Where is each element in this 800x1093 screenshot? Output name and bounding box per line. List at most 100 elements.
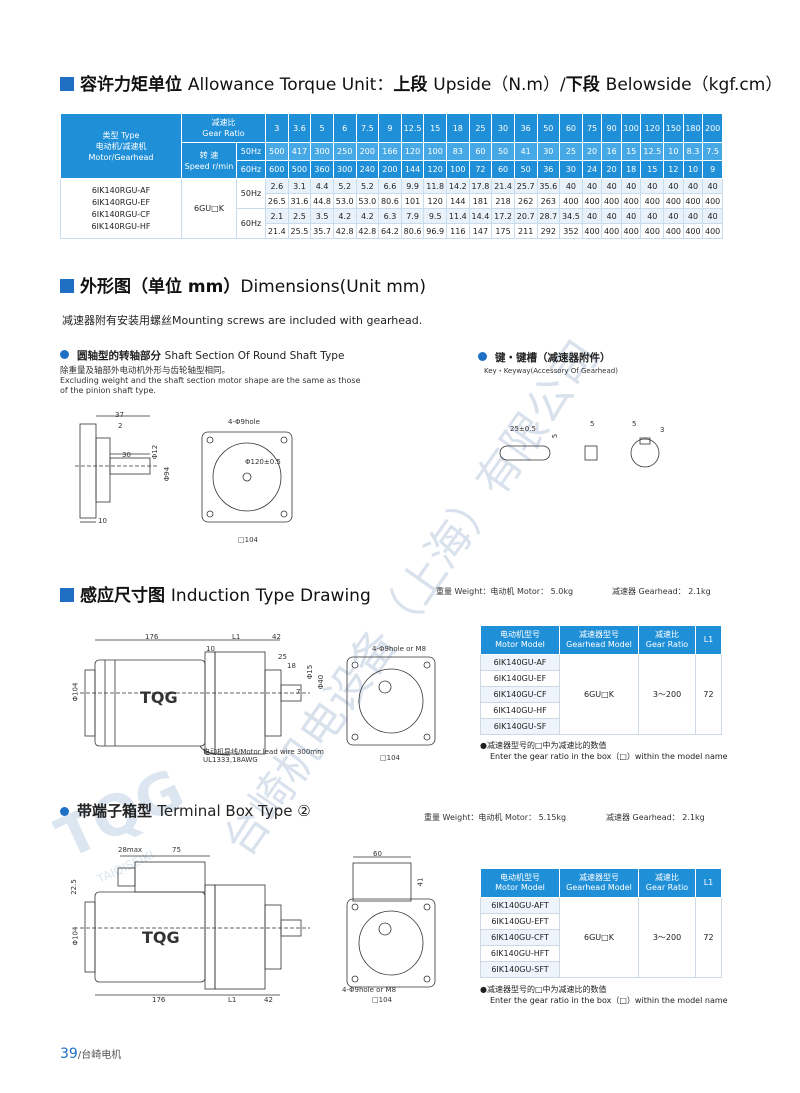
torque-cell: 263 [536, 193, 561, 209]
terminal-title-en: Terminal Box Type ② [157, 802, 311, 820]
section-square-icon [60, 77, 74, 91]
hdr-ratio-en: Gear Ratio [645, 883, 689, 892]
dim-sq104: □104 [372, 996, 392, 1004]
torque-cell: 80.6 [378, 193, 402, 209]
torque-upside-en: Upside（N.m）/ [433, 75, 566, 95]
mount-hole [423, 733, 431, 741]
speed60-cell: 144 [400, 160, 425, 179]
torque-cell: 40 [581, 178, 603, 194]
model-name: 6IK140RGU-EF [91, 197, 151, 207]
torque-table: 类型 Type 电动机/减速机 Motor/Gearhead 减速比 Gear … [60, 113, 723, 239]
speed60-cell: 240 [355, 160, 380, 179]
speed50-cell: 12.5 [640, 142, 665, 161]
torque-cell: 400 [559, 193, 583, 209]
torque-cell: 53.0 [332, 193, 357, 209]
hdr-motor-cn: 电动机型号 [500, 873, 540, 882]
torque-cell: 35.7 [310, 223, 334, 239]
speed60-cell: 18 [620, 160, 642, 179]
torque-cell: 40 [682, 178, 704, 194]
speed60-cell: 360 [310, 160, 334, 179]
speed60-cell: 12 [663, 160, 684, 179]
torque-cell: 40 [663, 178, 684, 194]
torque-cell: 120 [423, 193, 447, 209]
ratio-cell: 36 [513, 113, 538, 143]
motor-flange [204, 884, 216, 990]
mount-hole [423, 903, 431, 911]
torque-cell: 262 [513, 193, 538, 209]
key-title: 键・键槽（减速器附件） [478, 350, 611, 365]
terminal-title-cn: 带端子箱型 [77, 802, 153, 820]
speed60-cell: 10 [682, 160, 704, 179]
lead-wire [199, 745, 231, 756]
torque-cell: 21.4 [265, 223, 289, 239]
gearhead-body [214, 884, 266, 990]
dim-42: 42 [272, 633, 281, 641]
dim-41: 41 [416, 877, 425, 887]
speed50-cell: 25 [559, 142, 583, 161]
section-square-icon [60, 588, 74, 602]
dim-176: 176 [152, 996, 166, 1004]
terminal-side-drawing [80, 855, 310, 996]
dim-18: 18 [287, 662, 296, 670]
ratio-cell: 90 [601, 113, 622, 143]
torque-cell: 96.9 [423, 223, 447, 239]
gearhead-pilot [264, 904, 282, 970]
ratio-cell: 200 [702, 113, 723, 143]
dim-2: 2 [118, 422, 123, 430]
speed-header-cn: 转 速 [199, 150, 219, 160]
model-cell: 6IK140GU-EF [480, 670, 560, 687]
type-header-3: Motor/Gearhead [88, 152, 154, 162]
torque-cell: 2.6 [265, 178, 289, 194]
mount-hole [206, 510, 214, 518]
torque-cell: 2.5 [287, 208, 312, 224]
terminal-section-title: 带端子箱型 Terminal Box Type ② [60, 800, 311, 821]
torque-cell: 2.1 [265, 208, 289, 224]
ratio-cell: 3～200 [638, 897, 696, 978]
ratio-cell: 5 [310, 113, 334, 143]
ratio-cell: 60 [559, 113, 583, 143]
torque-cell: 3.5 [310, 208, 334, 224]
speed60-cell: 500 [287, 160, 312, 179]
mount-hole [351, 975, 359, 983]
hdr-gear-cn: 减速器型号 [579, 873, 619, 882]
speed50-cell: 7.5 [702, 142, 723, 161]
dim-sq104: □104 [238, 536, 258, 544]
pilot-circle [212, 442, 282, 512]
torque-cell: 400 [682, 193, 704, 209]
ratio-cell: 30 [491, 113, 515, 143]
speed60-cell: 72 [468, 160, 493, 179]
model-list: 6IK140RGU-AF 6IK140RGU-EF 6IK140RGU-CF 6… [60, 178, 182, 239]
torque-cell: 181 [468, 193, 493, 209]
speed60-cell: 120 [423, 160, 447, 179]
torque-belowside-en: Belowside（kgf.cm） [605, 75, 783, 95]
round-note-en2: of the pinion shaft type. [60, 386, 156, 395]
speed60-cell: 600 [265, 160, 289, 179]
speed-50hz-label: 50Hz [236, 142, 266, 161]
type-header: 类型 Type 电动机/减速机 Motor/Gearhead [60, 113, 182, 179]
induction-front-drawing [346, 656, 436, 746]
round-note-cn: 除重量及轴部外电动机外形与齿轮轴型相同。 [60, 366, 231, 376]
torque-upside-cn: 上段 [393, 75, 428, 95]
hdr-gear-en: Gearhead Model [566, 883, 632, 892]
dim-phi94: Φ94 [163, 466, 172, 482]
torque-cell: 11.8 [423, 178, 447, 194]
torque-cell: 35.6 [536, 178, 561, 194]
induction-weight-gear: 减速器 Gearhead： 2.1kg [612, 587, 711, 596]
motor-rear-cap [84, 901, 96, 973]
ratio-cell: 15 [423, 113, 447, 143]
ul-label: UL1333,18AWG [203, 756, 258, 764]
induction-note-cn: ●减速器型号的□中为减速比的数值 [480, 741, 607, 750]
speed50-cell: 41 [513, 142, 538, 161]
round-shaft-title-cn: 圆轴型的转轴部分 [77, 350, 161, 362]
lead-wire-label: 电动机导线/Motor lead wire 300mm [203, 748, 324, 756]
model-cell: 6IK140GU-EFT [480, 913, 560, 930]
torque-section-title: 容许力矩单位 Allowance Torque Unit：上段 Upside（N… [60, 70, 782, 95]
shaft-circle [378, 680, 392, 694]
cable-gland [117, 867, 136, 887]
round-shaft-title: 圆轴型的转轴部分 Shaft Section Of Round Shaft Ty… [60, 348, 344, 363]
mount-hole [280, 436, 288, 444]
key-side [499, 445, 551, 461]
